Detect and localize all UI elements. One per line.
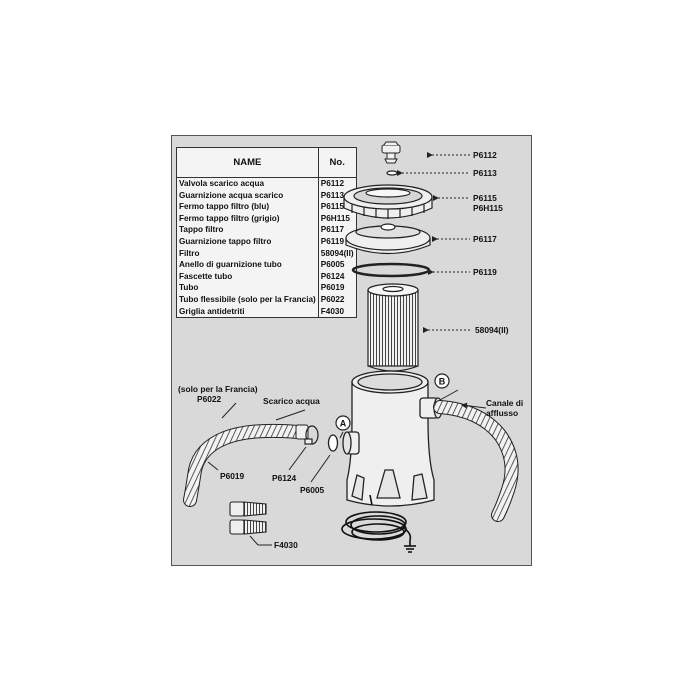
part-name: Griglia antidetriti: [176, 305, 319, 319]
label-p6005: P6005: [300, 485, 325, 495]
hose-clamp-part: [304, 425, 319, 445]
part-name: Tappo filtro: [176, 224, 319, 236]
cap-gasket-part: [351, 262, 431, 278]
marker-b: B: [434, 373, 450, 389]
hose-seal-ring-part: [327, 434, 339, 452]
part-name: Guarnizione tappo filtro: [176, 235, 319, 248]
part-code: F4030: [317, 305, 357, 319]
label-p6113: P6113: [473, 168, 497, 178]
label-p6117: P6117: [473, 234, 497, 244]
label-inlet-1: Canale di: [486, 398, 523, 408]
label-p6022: P6022: [197, 394, 222, 404]
pump-housing-part: [342, 370, 443, 507]
svg-text:A: A: [340, 419, 347, 429]
part-code: P6124: [317, 270, 357, 283]
cartridge-filter-part: [367, 283, 419, 372]
header-no: No.: [317, 147, 357, 178]
part-code: P6022: [317, 293, 357, 306]
power-cord: [341, 494, 416, 553]
part-code: P6005: [317, 259, 357, 271]
valve-gasket-part: [386, 170, 398, 176]
label-p6124: P6124: [272, 473, 297, 483]
leader-lines: [207, 152, 487, 546]
part-name: Tubo: [176, 282, 319, 294]
part-name: Anello di guarnizione tubo: [176, 259, 319, 271]
label-p6h115: P6H115: [473, 203, 503, 213]
marker-a: A: [335, 415, 351, 431]
part-name: Filtro: [176, 247, 319, 260]
outlet-hose: [183, 423, 305, 507]
label-p6112: P6112: [473, 150, 497, 160]
part-name: Valvola scarico acqua: [176, 177, 319, 190]
lock-ring-part: [343, 184, 433, 219]
table-header-row: NAME No.: [176, 147, 357, 178]
strainer-grids-part: [229, 501, 267, 535]
drain-valve-part: [381, 141, 401, 164]
part-name: Fermo tappo filtro (grigio): [176, 212, 319, 225]
part-code: 58094(II): [317, 247, 357, 260]
svg-text:B: B: [439, 377, 446, 387]
label-p6115: P6115: [473, 193, 497, 203]
table-row: Tubo flessibile (solo per la Francia)P60…: [176, 293, 357, 306]
callout-labels: P6112 P6113 P6115 P6H115 P6117 P6119 580…: [178, 150, 523, 550]
label-france-note: (solo per la Francia): [178, 384, 258, 394]
label-p6119: P6119: [473, 267, 497, 277]
filter-cap-part: [345, 223, 431, 255]
part-code: P6112: [317, 177, 357, 190]
part-code: P6019: [317, 282, 357, 294]
label-p6019: P6019: [220, 471, 245, 481]
label-filter: 58094(II): [475, 325, 509, 335]
part-name: Fascette tubo: [176, 270, 319, 283]
label-inlet-2: afflusso: [486, 408, 518, 418]
part-code: P6H115: [317, 212, 357, 225]
header-name: NAME: [176, 147, 319, 178]
label-drain: Scarico acqua: [263, 396, 320, 406]
part-name: Fermo tappo filtro (blu): [176, 201, 319, 213]
label-f4030: F4030: [274, 540, 298, 550]
table-row: Fermo tappo filtro (grigio)P6H115: [176, 212, 357, 225]
part-name: Tubo flessibile (solo per la Francia): [176, 293, 319, 306]
part-name: Guarnizione acqua scarico: [176, 189, 319, 202]
